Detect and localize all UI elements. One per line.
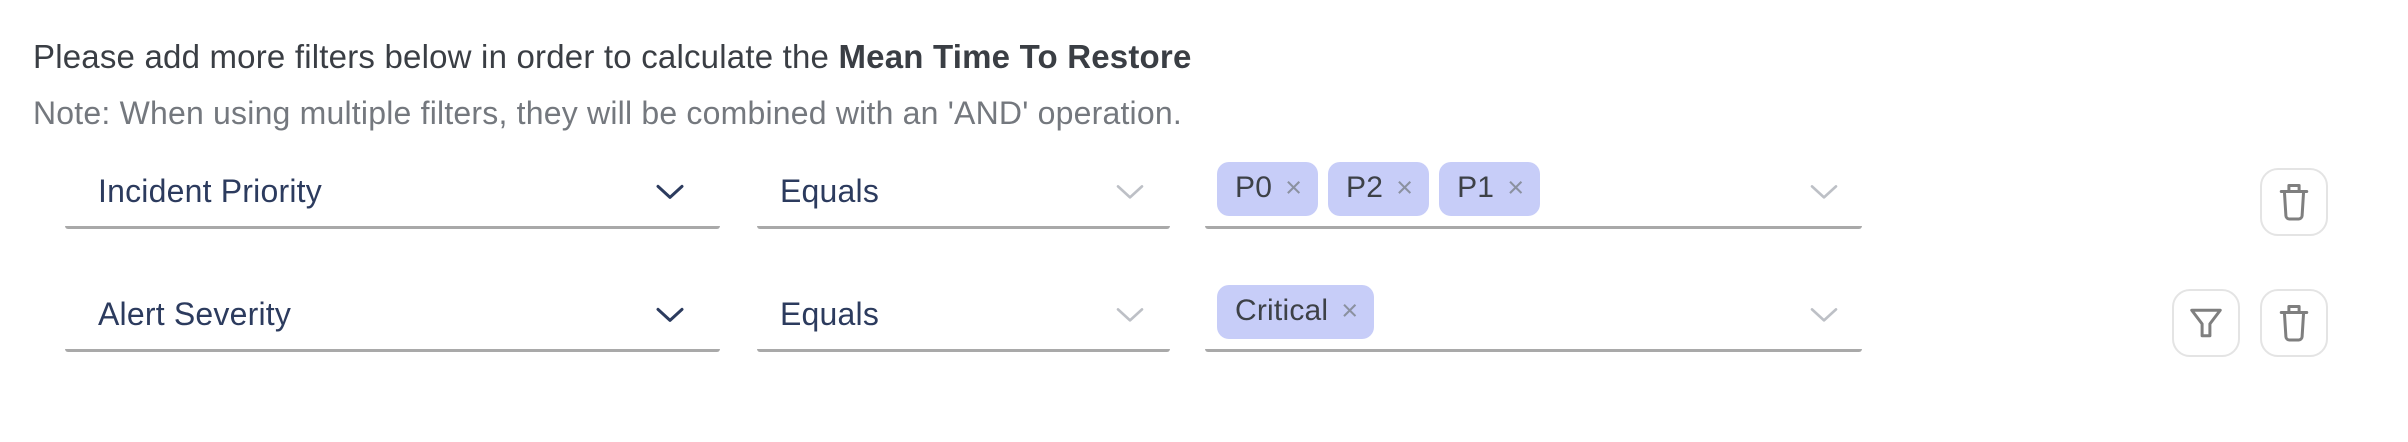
trash-icon [2279, 184, 2309, 221]
filter-values-multiselect-row2[interactable]: Critical × [1205, 283, 1862, 352]
chevron-down-icon [1116, 185, 1144, 199]
tag-label: Critical [1235, 294, 1329, 327]
trash-icon [2279, 305, 2309, 342]
chevron-down-icon [1810, 308, 1838, 322]
value-tag: P0 × [1217, 162, 1319, 216]
filters-and-note: Note: When using multiple filters, they … [33, 95, 1182, 131]
filter-field-value-row2: Alert Severity [98, 295, 292, 332]
tag-label: P0 [1235, 171, 1273, 204]
chevron-down-icon [1116, 308, 1144, 322]
instruction-prefix: Please add more filters below in order t… [33, 38, 839, 75]
filter-field-value-row1: Incident Priority [98, 172, 322, 209]
tag-label: P1 [1457, 171, 1495, 204]
remove-tag-icon[interactable]: × [1507, 171, 1525, 204]
apply-filter-button-row2[interactable] [2172, 289, 2240, 357]
remove-tag-icon[interactable]: × [1285, 171, 1303, 204]
filter-operator-value-row2: Equals [780, 295, 880, 332]
chevron-down-icon [656, 184, 684, 199]
filter-field-select-row2[interactable]: Alert Severity [65, 283, 720, 352]
instruction-metric-name: Mean Time To Restore [838, 38, 1192, 75]
filter-funnel-icon [2190, 308, 2222, 338]
remove-tag-icon[interactable]: × [1396, 171, 1414, 204]
delete-filter-button-row1[interactable] [2260, 168, 2328, 236]
tag-label: P2 [1346, 171, 1384, 204]
filter-operator-select-row1[interactable]: Equals [757, 160, 1170, 229]
remove-tag-icon[interactable]: × [1341, 294, 1359, 327]
selected-values-row1: P0 × P2 × P1 × [1217, 162, 1541, 224]
selected-values-row2: Critical × [1217, 285, 1375, 347]
instruction-text: Please add more filters below in order t… [33, 40, 1192, 73]
value-tag: P2 × [1328, 162, 1430, 216]
delete-filter-button-row2[interactable] [2260, 289, 2328, 357]
chevron-down-icon [656, 307, 684, 322]
value-tag: Critical × [1217, 285, 1375, 339]
chevron-down-icon [1810, 185, 1838, 199]
filter-field-select-row1[interactable]: Incident Priority [65, 160, 720, 229]
value-tag: P1 × [1439, 162, 1541, 216]
filter-operator-select-row2[interactable]: Equals [757, 283, 1170, 352]
filter-operator-value-row1: Equals [780, 172, 880, 209]
filter-values-multiselect-row1[interactable]: P0 × P2 × P1 × [1205, 160, 1862, 229]
